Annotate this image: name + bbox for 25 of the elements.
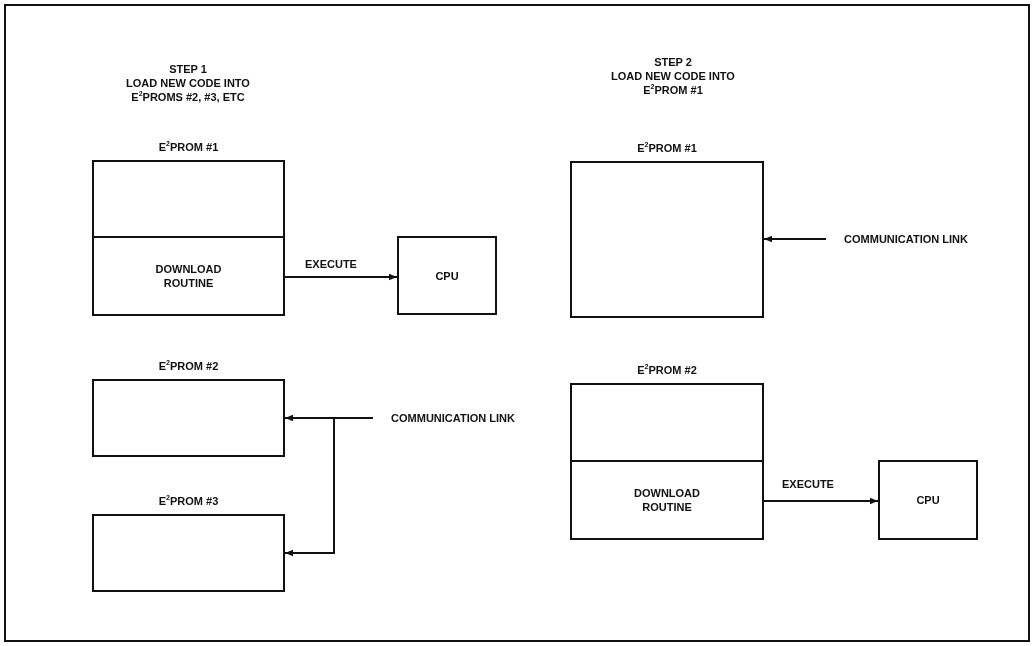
block-title: E$^{2}$PROM #2 bbox=[636, 363, 698, 377]
block-title: E$^{2}$PROM #1 bbox=[636, 141, 698, 155]
arrow bbox=[284, 417, 374, 557]
step-description: LOAD NEW CODE INTO E$^{2}$PROM #1 bbox=[610, 69, 736, 97]
edge-label: EXECUTE bbox=[780, 478, 836, 491]
link-label: COMMUNICATION LINK bbox=[373, 402, 533, 434]
cpu-box bbox=[397, 236, 497, 315]
box-label: CPU bbox=[916, 493, 940, 507]
section-label: DOWNLOAD ROUTINE bbox=[154, 262, 223, 290]
box-label: CPU bbox=[435, 268, 459, 283]
edge-label: EXECUTE bbox=[303, 258, 359, 271]
section-label: DOWNLOAD ROUTINE bbox=[633, 486, 701, 514]
step-heading: STEP 1 bbox=[168, 62, 208, 76]
arrow bbox=[763, 497, 879, 505]
block-title: E$^{2}$PROM #3 bbox=[157, 494, 220, 508]
cpu-box bbox=[878, 460, 978, 540]
step-description: LOAD NEW CODE INTO E$^{2}$PROMS #2, #3, ETC bbox=[125, 76, 251, 104]
memory-block bbox=[92, 494, 285, 592]
block-title: E$^{2}$PROM #2 bbox=[157, 359, 220, 373]
memory-block bbox=[92, 359, 285, 457]
arrow bbox=[763, 235, 827, 243]
step-heading: STEP 2 bbox=[653, 55, 693, 69]
block-title: E$^{2}$PROM #1 bbox=[157, 140, 220, 154]
link-label: COMMUNICATION LINK bbox=[826, 223, 986, 255]
arrow bbox=[284, 273, 398, 281]
